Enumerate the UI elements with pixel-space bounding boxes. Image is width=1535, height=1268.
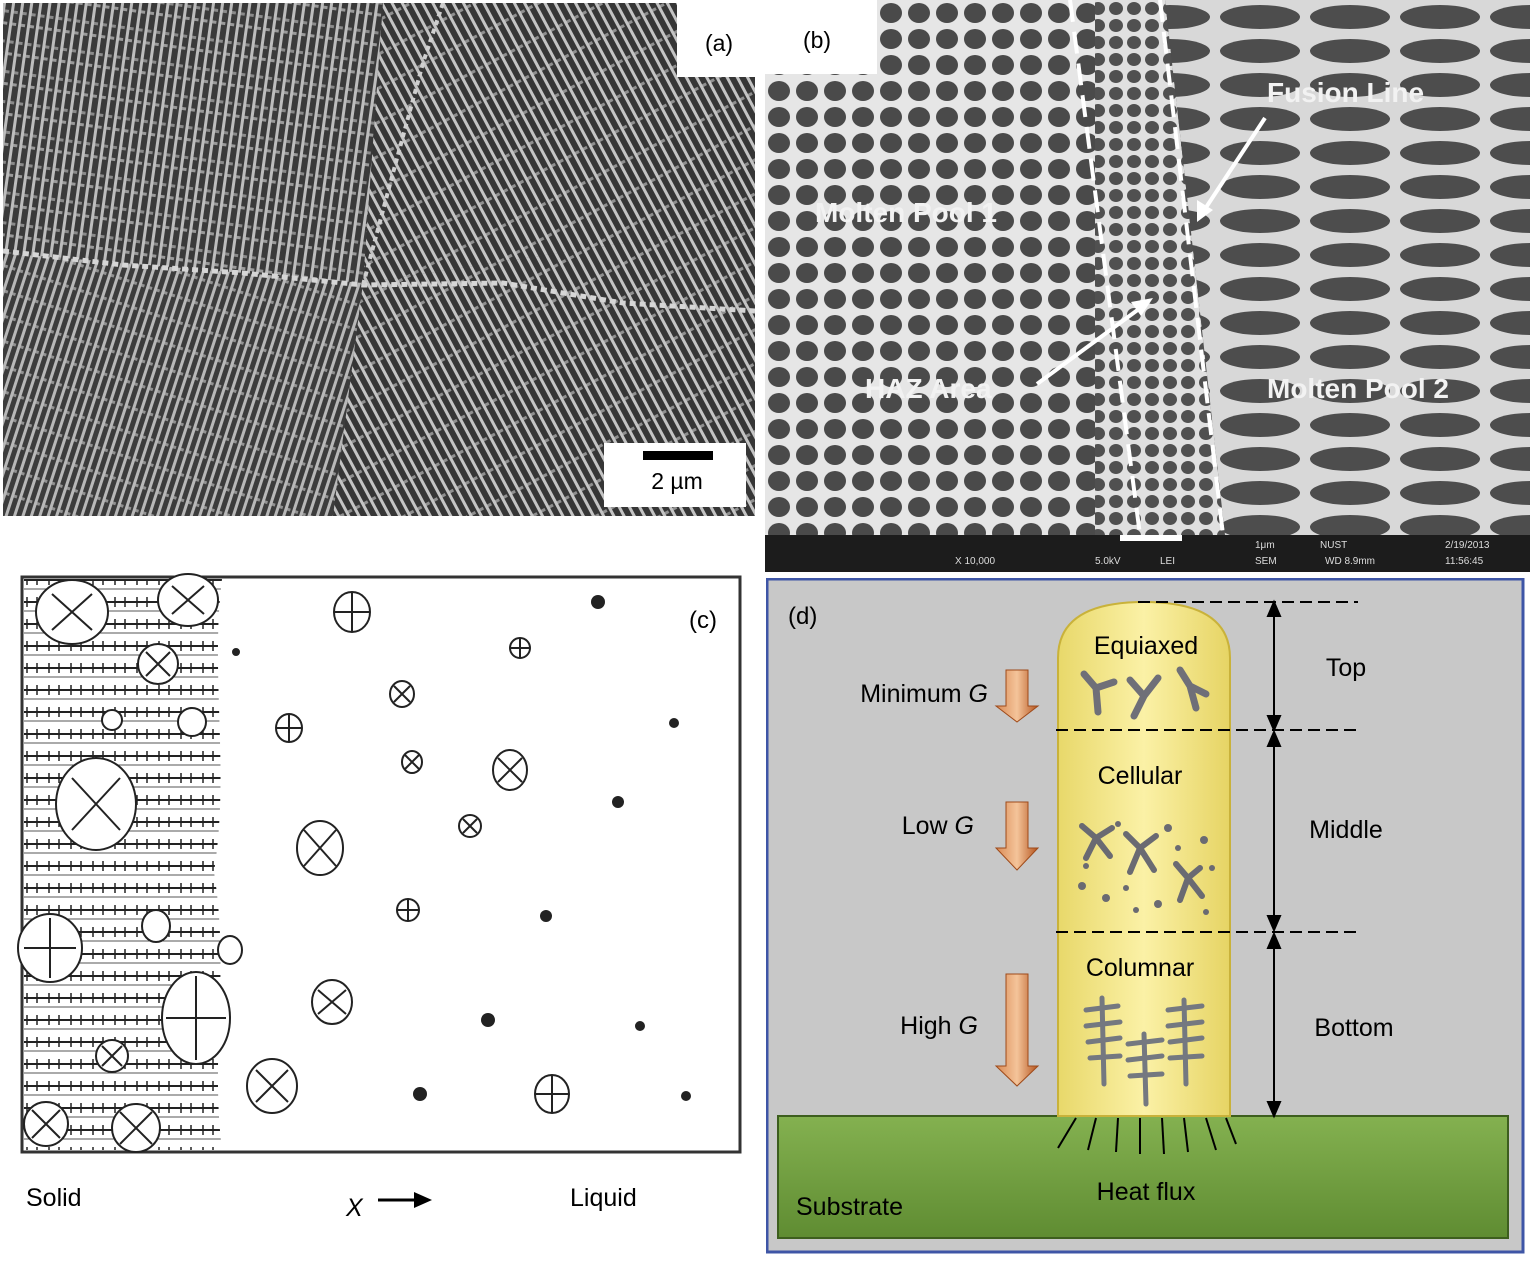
solidification-schematic: (c) Solid Liquid X bbox=[17, 573, 742, 1222]
sem-lab-text: NUST bbox=[1320, 540, 1347, 551]
zone-columnar-label: Columnar bbox=[1086, 954, 1194, 982]
region-bottom-label: Bottom bbox=[1314, 1014, 1393, 1042]
sem-mag-text: X 10,000 bbox=[955, 556, 995, 567]
x-arrowhead bbox=[414, 1192, 432, 1208]
sem-mode-text: LEI bbox=[1160, 556, 1175, 567]
gradient-arrows bbox=[994, 669, 1040, 1087]
panel-a-sem-image: 2 µm (a) bbox=[3, 3, 755, 516]
haz-area-label: HAZ Area bbox=[865, 373, 992, 404]
cellular-grains bbox=[1078, 821, 1215, 915]
liquid-label: Liquid bbox=[570, 1184, 637, 1212]
x-axis-label: X bbox=[345, 1194, 364, 1222]
zone-diagram: (d) Substrate Heat flux Equiaxed Cellula… bbox=[766, 578, 1525, 1254]
panel-a-label: (a) bbox=[705, 30, 733, 56]
panel-b-label: (b) bbox=[803, 27, 831, 53]
minimum-g-arrow bbox=[994, 669, 1040, 723]
dendrite-grains bbox=[17, 573, 243, 1153]
scalebar bbox=[643, 451, 713, 460]
panel-d-label: (d) bbox=[788, 603, 817, 630]
sem-scale-text: 1μm bbox=[1255, 540, 1275, 551]
panel-d-zone-diagram: (d) Substrate Heat flux Equiaxed Cellula… bbox=[766, 578, 1526, 1254]
region-top-label: Top bbox=[1326, 654, 1366, 682]
molten-pool-1-label: Molten Pool 1 bbox=[815, 197, 997, 228]
minimum-g-label: Minimum G bbox=[860, 680, 988, 708]
molten-pool-2-label: Molten Pool 2 bbox=[1267, 373, 1449, 404]
sem-instrument-text: SEM bbox=[1255, 556, 1277, 567]
sem-date-text: 2/19/2013 bbox=[1445, 540, 1490, 551]
scalebar-label: 2 µm bbox=[651, 468, 703, 494]
panel-c-label: (c) bbox=[689, 607, 717, 634]
sem-image-a: 2 µm (a) bbox=[3, 3, 755, 516]
heat-flux-arrows bbox=[1057, 1117, 1237, 1155]
sem-info-bar bbox=[765, 535, 1530, 572]
sem-image-b: Molten Pool 1 Fusion Line HAZ Area Molte… bbox=[765, 0, 1530, 572]
columnar-dendrites bbox=[1083, 995, 1205, 1107]
region-dimension-lines bbox=[1266, 599, 1282, 1119]
solid-label: Solid bbox=[26, 1184, 82, 1212]
sem-time-text: 11:56:45 bbox=[1445, 556, 1484, 567]
high-g-label: High G bbox=[900, 1012, 978, 1040]
sem-scalebar bbox=[1120, 535, 1182, 541]
fusion-line-label: Fusion Line bbox=[1267, 77, 1424, 108]
panel-c-schematic: (c) Solid Liquid X bbox=[0, 572, 760, 1268]
panel-b-sem-image: Molten Pool 1 Fusion Line HAZ Area Molte… bbox=[765, 0, 1530, 572]
substrate-block bbox=[777, 1115, 1509, 1239]
sem-kv-text: 5.0kV bbox=[1095, 556, 1121, 567]
low-g-label: Low G bbox=[902, 812, 974, 840]
equiaxed-grains bbox=[1080, 666, 1210, 720]
high-g-arrow bbox=[994, 973, 1040, 1087]
zone-cellular-label: Cellular bbox=[1098, 762, 1183, 790]
low-g-arrow bbox=[994, 801, 1040, 871]
solute-dots bbox=[413, 595, 691, 1101]
sem-wd-text: WD 8.9mm bbox=[1325, 556, 1375, 567]
substrate-label: Substrate bbox=[796, 1193, 903, 1221]
liquid-nuclei bbox=[232, 591, 570, 1114]
heat-flux-label: Heat flux bbox=[1097, 1178, 1196, 1206]
region-middle-label: Middle bbox=[1309, 816, 1383, 844]
zone-equiaxed-label: Equiaxed bbox=[1094, 632, 1198, 660]
